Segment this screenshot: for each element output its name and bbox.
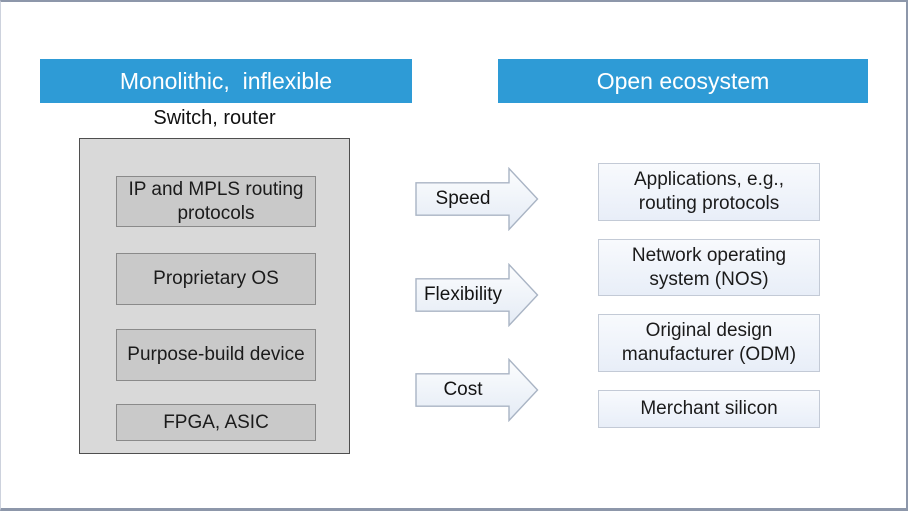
- right-block-arrow-icon: [415, 167, 539, 231]
- open-box-nos: Network operating system (NOS): [598, 239, 820, 296]
- cost-arrow-label: Cost: [443, 379, 483, 400]
- speed-arrow-label: Speed: [435, 188, 491, 209]
- open-box-applications: Applications, e.g., routing protocols: [598, 163, 820, 221]
- stack-box-routing-protocols: IP and MPLS routing protocols: [116, 176, 316, 227]
- flexibility-arrow-label: Flexibility: [423, 284, 503, 305]
- stack-box-purpose-build-device: Purpose-build device: [116, 329, 316, 381]
- monolithic-header-label: Monolithic, inflexible: [119, 67, 333, 94]
- stack-box-fpga-asic: FPGA, ASIC: [116, 404, 316, 441]
- right-block-arrow-icon: [415, 358, 539, 422]
- open-box-merchant-silicon: Merchant silicon: [598, 390, 820, 428]
- open-box-odm: Original design manufacturer (ODM): [598, 314, 820, 372]
- right-block-arrow-icon: [415, 263, 539, 327]
- open-ecosystem-header-label: Open ecosystem: [596, 67, 770, 94]
- monolithic-header-bar: Monolithic, inflexible: [40, 59, 412, 103]
- stack-box-proprietary-os: Proprietary OS: [116, 253, 316, 305]
- monolithic-device-container: IP and MPLS routing protocols Proprietar…: [79, 138, 350, 454]
- flexibility-arrow: Flexibility: [415, 263, 539, 327]
- open-ecosystem-header-bar: Open ecosystem: [498, 59, 868, 103]
- cost-arrow: Cost: [415, 358, 539, 422]
- speed-arrow: Speed: [415, 167, 539, 231]
- switch-router-label: Switch, router: [153, 106, 276, 129]
